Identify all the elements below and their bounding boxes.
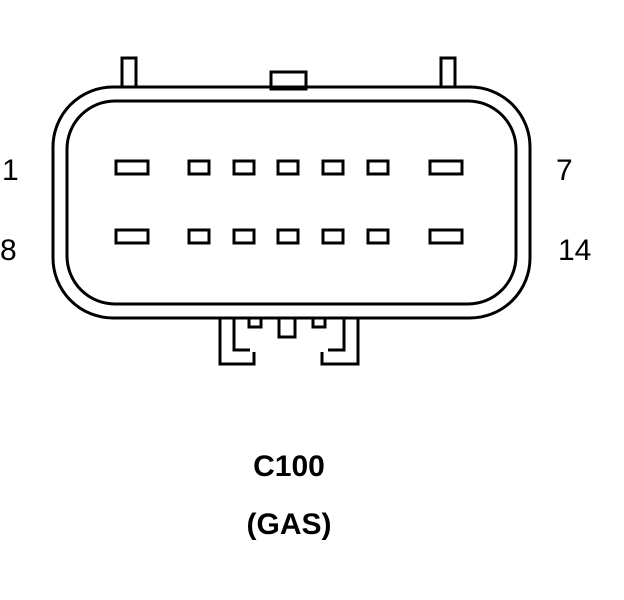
- pin-cavity-14: [428, 228, 464, 245]
- pin-cavity-10: [232, 228, 256, 245]
- latch-nub-right: [311, 316, 327, 329]
- pin-row-top: [114, 159, 464, 176]
- top-left-tab: [120, 56, 138, 88]
- pin-label-8: 8: [0, 234, 17, 267]
- pin-cavity-1: [114, 159, 150, 176]
- pin-cavity-8: [114, 228, 150, 245]
- pin-cavity-6: [366, 159, 390, 176]
- latch-right-inner: [328, 318, 346, 352]
- pin-cavity-11: [276, 228, 300, 245]
- pin-label-1: 1: [2, 154, 19, 187]
- pin-cavity-2: [187, 159, 211, 176]
- pin-cavity-5: [321, 159, 345, 176]
- pin-row-bottom: [114, 228, 464, 245]
- latch-nub-center: [277, 316, 297, 339]
- connector-body-outer: [51, 85, 532, 320]
- pin-cavity-7: [428, 159, 464, 176]
- bottom-latch: [218, 316, 360, 366]
- pin-label-14: 14: [558, 234, 591, 267]
- pin-label-7: 7: [556, 154, 573, 187]
- connector-body-inner: [65, 99, 518, 306]
- latch-nub-left: [247, 316, 263, 329]
- pin-cavity-13: [366, 228, 390, 245]
- top-right-tab: [439, 56, 457, 88]
- pin-cavity-9: [187, 228, 211, 245]
- connector-name: C100: [253, 450, 325, 483]
- pin-cavity-12: [321, 228, 345, 245]
- pin-cavity-3: [232, 159, 256, 176]
- connector-variant: (GAS): [247, 508, 332, 541]
- top-center-key: [269, 70, 308, 91]
- latch-right-outer: [320, 318, 360, 366]
- pin-cavity-4: [276, 159, 300, 176]
- latch-left-outer: [218, 318, 256, 366]
- latch-left-inner: [232, 318, 250, 352]
